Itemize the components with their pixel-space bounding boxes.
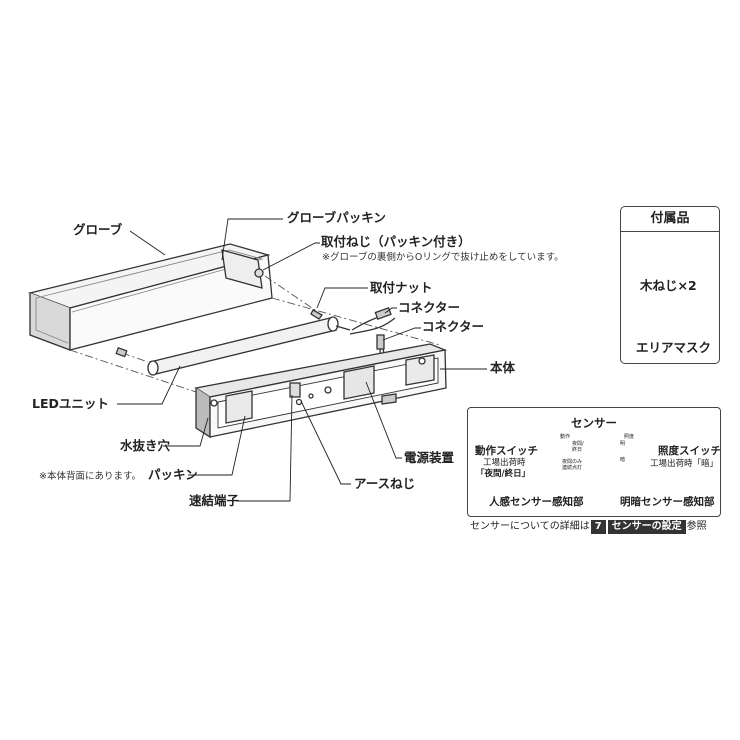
label-area-mask: エリアマスク xyxy=(636,340,712,355)
accessories-panel: 付属品 xyxy=(620,206,720,364)
accessories-title: 付属品 xyxy=(621,207,719,232)
tiny-bright: 明 xyxy=(620,441,626,447)
label-connector-2: コネクター xyxy=(422,319,485,334)
operation-factory: 工場出荷時 xyxy=(483,458,526,468)
label-wood-screw: 木ねじ×2 xyxy=(640,278,697,293)
globe-part xyxy=(27,243,273,351)
led-unit-part xyxy=(147,316,351,376)
tiny-mode-2: 終日 xyxy=(572,447,583,453)
reference-prefix: センサーについての詳細は xyxy=(470,521,590,532)
reference-suffix: 参照 xyxy=(686,521,707,532)
note-drain-hole: ※本体背面にあります。 xyxy=(39,471,142,482)
label-packing: パッキン xyxy=(148,467,198,482)
label-terminal: 速結端子 xyxy=(189,493,240,508)
label-globe: グローブ xyxy=(73,222,123,237)
label-earth-screw: アースねじ xyxy=(354,476,416,491)
illuminance-factory: 工場出荷時「暗」 xyxy=(650,459,719,469)
label-body: 本体 xyxy=(490,360,516,375)
tiny-mode-3: 夜間のみ xyxy=(562,459,583,465)
label-led-unit: LEDユニット xyxy=(32,396,109,411)
reference-section-badge: センサーの設定 xyxy=(607,520,686,534)
label-power-unit: 電源装置 xyxy=(404,450,455,465)
label-operation-switch: 動作スイッチ xyxy=(475,445,538,457)
label-human-sensor: 人感センサー感知部 xyxy=(489,496,584,508)
sensor-panel: センサー xyxy=(467,407,721,517)
label-illuminance-switch: 照度スイッチ xyxy=(658,445,721,457)
label-connector-1: コネクター xyxy=(398,300,461,315)
tiny-mode-1: 夜間/ xyxy=(572,441,584,447)
tiny-dark: 暗 xyxy=(620,457,626,463)
label-globe-packing: グローブパッキン xyxy=(287,210,386,225)
body-part xyxy=(194,343,448,439)
reference-page-badge: 7 xyxy=(590,520,606,534)
tiny-mode-4: 連続点灯 xyxy=(562,465,583,471)
label-drain-hole: 水抜き穴 xyxy=(120,438,171,453)
label-mount-nut: 取付ナット xyxy=(370,280,433,295)
operation-default: 「夜間/終日」 xyxy=(476,469,531,479)
label-light-sensor: 明暗センサー感知部 xyxy=(620,496,715,508)
sensor-title: センサー xyxy=(571,416,617,430)
tiny-illuminance-label: 照度 xyxy=(624,434,635,440)
tiny-operation-label: 動作 xyxy=(560,434,571,440)
label-mount-screw: 取付ねじ（パッキン付き） xyxy=(321,234,471,249)
note-mount-screw: ※グローブの裏側からOリングで抜け止めをしています。 xyxy=(322,252,564,263)
